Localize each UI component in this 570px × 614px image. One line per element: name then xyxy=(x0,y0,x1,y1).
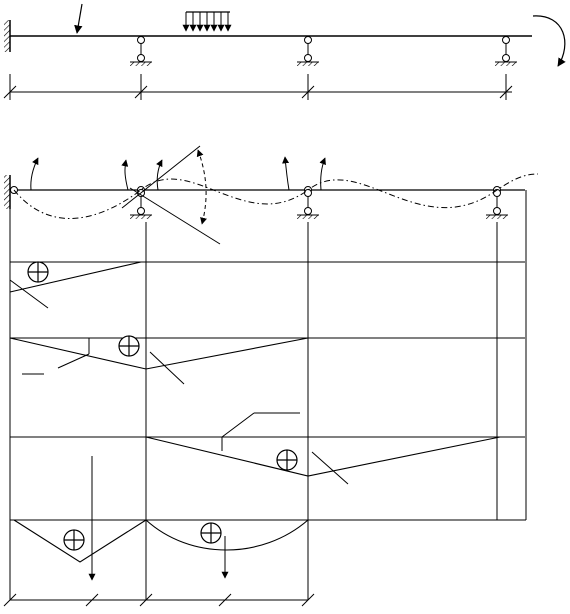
circle-plus-icon xyxy=(63,529,85,551)
distributed-load xyxy=(182,11,232,32)
diagram-3 xyxy=(10,412,525,485)
point-load xyxy=(74,3,83,34)
loaded-beam xyxy=(3,3,566,100)
diagram-4 xyxy=(10,456,500,581)
wall-hatch-icon xyxy=(4,20,10,52)
roller-support-icon xyxy=(296,36,320,67)
circle-plus-icon xyxy=(27,261,49,283)
bottom-dimension-line xyxy=(3,593,315,607)
dimension-line xyxy=(3,74,513,100)
circle-plus-icon xyxy=(118,335,140,357)
deflected-shape xyxy=(13,173,539,219)
diagram-2 xyxy=(9,335,525,385)
circle-plus-icon xyxy=(200,522,222,544)
roller-support-icon xyxy=(485,189,509,220)
released-system xyxy=(4,145,539,245)
diagram-1 xyxy=(9,261,525,309)
roller-support-icon xyxy=(494,36,518,67)
roller-support-icon xyxy=(296,189,320,220)
roller-support-icon xyxy=(129,36,153,67)
reference-verticals xyxy=(9,190,527,600)
wall-hatch-icon xyxy=(4,175,10,209)
roller-support-icon xyxy=(129,189,153,220)
curved-arrow-icon xyxy=(532,15,566,67)
circle-plus-icon xyxy=(276,449,298,471)
rotation-arrows xyxy=(30,156,326,191)
rotation-lines xyxy=(121,145,221,245)
